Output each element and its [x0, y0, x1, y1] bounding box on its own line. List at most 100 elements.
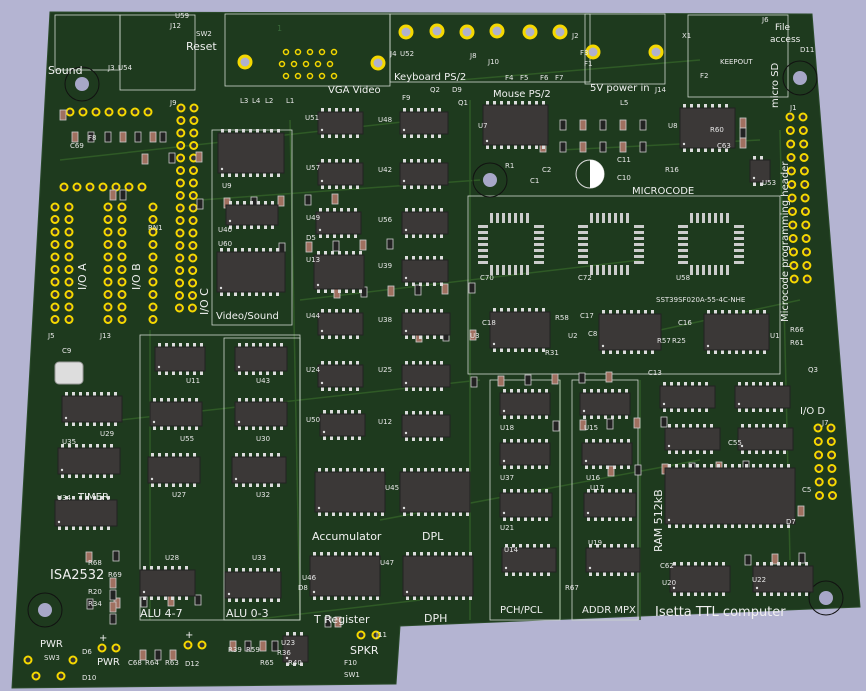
reference-designator: C11 — [617, 156, 631, 164]
header-pin — [72, 182, 82, 192]
passive — [86, 598, 94, 610]
reference-designator: F3 — [580, 49, 588, 57]
passive — [119, 131, 127, 143]
plcc-pin — [734, 231, 744, 234]
mounting-holes — [27, 60, 844, 628]
reference-designator: J1 — [789, 104, 797, 112]
reference-designator: SW1 — [344, 671, 360, 679]
plcc-pin — [720, 265, 723, 275]
plcc-pin — [514, 213, 517, 223]
vga-pin — [282, 72, 290, 80]
header-pin — [130, 107, 140, 117]
header-pin — [148, 302, 158, 312]
label-sw3: SW3 — [44, 654, 60, 662]
pin1-marker — [502, 511, 506, 515]
plcc-pin — [634, 231, 644, 234]
reference-designator: U49 — [306, 214, 320, 222]
mounting-hole — [793, 71, 807, 85]
plcc-pin — [726, 265, 729, 275]
header-pin — [789, 247, 798, 257]
header-pin — [802, 261, 812, 270]
label-sw2: SW2 — [196, 30, 212, 38]
header-pin — [148, 215, 158, 224]
label-pwr-led: PWR — [97, 657, 120, 668]
silkscreen-box — [54, 14, 121, 71]
reference-designator: C8 — [588, 330, 597, 338]
label-micro-sd: micro SD — [770, 62, 781, 108]
reference-designator: D11 — [800, 46, 814, 54]
header-pin — [68, 655, 78, 665]
plcc-pin — [634, 249, 644, 252]
pin1-marker — [485, 139, 489, 143]
reference-designator: R31 — [545, 349, 559, 357]
plcc-pin — [726, 213, 729, 223]
reference-designator: U47 — [380, 559, 394, 567]
header-pin — [117, 227, 127, 237]
plcc-pin — [590, 213, 593, 223]
passive — [739, 137, 747, 149]
ic-chip — [679, 107, 736, 149]
plcc-pin — [620, 265, 623, 275]
silkscreen-box — [584, 13, 666, 85]
vga-pin — [306, 48, 314, 56]
header-pin — [50, 302, 60, 312]
reference-designator: U1 — [770, 332, 780, 340]
ic-chip — [231, 456, 287, 484]
reference-designator: F10 — [344, 659, 357, 667]
reference-designator: U29 — [100, 430, 114, 438]
header-pin — [176, 116, 186, 125]
trace — [459, 59, 701, 81]
header-pin — [188, 191, 198, 200]
plcc-pin — [734, 255, 744, 258]
header-pin — [813, 437, 823, 446]
header-pin — [787, 193, 797, 203]
plcc-pin — [702, 265, 705, 275]
vga-pin — [294, 72, 302, 80]
header-pin — [356, 630, 366, 640]
reference-designator: U43 — [256, 377, 270, 385]
plcc-pin — [508, 213, 511, 223]
passive — [797, 505, 805, 517]
reference-designator: C13 — [648, 369, 662, 377]
header-pin — [176, 166, 185, 175]
header-pin — [59, 182, 69, 192]
header-pin — [801, 220, 811, 230]
label-mouse: Mouse PS/2 — [493, 89, 551, 100]
reference-designator: R67 — [565, 584, 579, 592]
passive — [606, 418, 614, 430]
vga-pin — [278, 60, 286, 68]
connector-pad — [522, 24, 538, 40]
plcc-pin — [520, 265, 523, 275]
reference-designator: U37 — [500, 474, 514, 482]
ic-chip — [499, 442, 551, 466]
reference-designator: F8 — [88, 134, 96, 142]
header-pin — [798, 126, 808, 135]
ic-chip — [401, 259, 449, 283]
pin-headers — [23, 23, 837, 681]
header-pin — [78, 107, 88, 117]
header-pin — [188, 178, 198, 188]
passive-components — [54, 109, 806, 661]
ic-chip — [659, 385, 716, 409]
plcc-pin — [634, 261, 644, 264]
reference-designator: U53 — [762, 179, 776, 187]
plcc-pin — [514, 265, 517, 275]
reference-designator: U44 — [306, 312, 321, 320]
header-pin — [189, 128, 199, 138]
header-pin — [786, 166, 796, 176]
pin1-marker — [752, 176, 756, 180]
label-keyboard: Keyboard PS/2 — [394, 72, 466, 83]
pin1-marker — [601, 344, 605, 348]
header-pin — [85, 182, 95, 192]
plcc-pin — [502, 265, 505, 275]
header-pin — [64, 302, 74, 312]
passive — [639, 141, 647, 153]
ic-chip — [501, 547, 557, 573]
header-pin — [50, 290, 60, 299]
reference-designator: F6 — [540, 74, 549, 82]
ic-chip — [401, 312, 451, 336]
header-pin — [117, 265, 127, 274]
header-pin — [31, 671, 41, 681]
label-microcode: MICROCODE — [632, 186, 694, 197]
header-pin — [188, 241, 198, 250]
